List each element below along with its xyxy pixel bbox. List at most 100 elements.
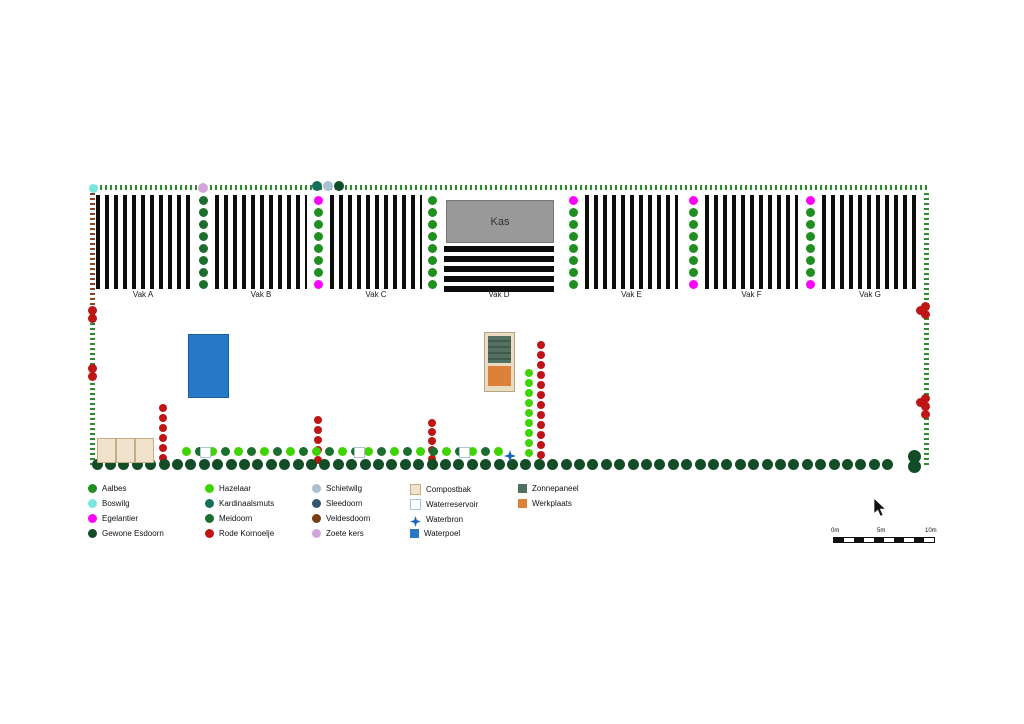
legend-swatch-boswilg	[88, 499, 97, 508]
plant-gewone-esdoorn	[600, 458, 612, 470]
plant-meidoorn	[376, 446, 386, 456]
legend-label: Waterreservoir	[426, 500, 479, 509]
legend-label: Veldesdoorn	[326, 514, 371, 523]
plant-rode-kornoelje	[920, 401, 930, 411]
plant-rode-kornoelje	[920, 301, 930, 311]
legend-label: Waterpoel	[424, 529, 461, 538]
plant-aalbes	[313, 267, 323, 277]
legend-swatch-compostbak	[410, 484, 421, 495]
legend-item-zoete-kers: Zoete kers	[312, 529, 364, 538]
plant-hazelaar	[525, 439, 533, 447]
plant-rode-kornoelje	[87, 305, 97, 315]
plant-gewone-esdoorn	[265, 458, 277, 470]
plant-rode-kornoelje	[87, 313, 97, 323]
legend-label: Werkplaats	[532, 499, 572, 508]
plant-aalbes	[568, 219, 578, 229]
plant-gewone-esdoorn	[334, 181, 344, 191]
vak-d-horizontal-beds	[444, 246, 554, 292]
plant-aalbes	[568, 279, 578, 289]
plant-meidoorn	[198, 231, 208, 241]
vak-stripes	[705, 195, 798, 289]
plant-rode-kornoelje	[537, 431, 545, 439]
plant-gewone-esdoorn	[131, 458, 143, 470]
vak-label: Vak G	[859, 290, 881, 299]
vak-stripes	[822, 195, 918, 289]
plant-meidoorn	[198, 255, 208, 265]
plant-aalbes	[427, 255, 437, 265]
legend-swatch-egelantier	[88, 514, 97, 523]
plant-boswilg	[88, 183, 98, 193]
legend-swatch-kardinaalsmuts	[205, 499, 214, 508]
plant-egelantier	[805, 279, 815, 289]
legend-item-schietwilg: Schietwilg	[312, 484, 362, 493]
plant-gewone-esdoorn	[386, 458, 398, 470]
plant-aalbes	[427, 219, 437, 229]
legend-swatch-waterbron	[410, 514, 421, 527]
vak-stripes	[585, 195, 678, 289]
plant-hazelaar	[525, 399, 533, 407]
plant-meidoorn	[324, 446, 334, 456]
plant-gewone-esdoorn	[399, 458, 411, 470]
plant-gewone-esdoorn	[560, 458, 572, 470]
legend-item-gewone-esdoorn: Gewone Esdoorn	[88, 529, 164, 538]
legend-label: Waterbron	[426, 515, 464, 524]
plant-rode-kornoelje	[537, 351, 545, 359]
plant-rode-kornoelje	[314, 456, 322, 464]
plant-kardinaalsmuts	[312, 181, 322, 191]
plant-hazelaar	[441, 446, 451, 456]
plant-egelantier	[313, 279, 323, 289]
hedge-border	[90, 185, 930, 190]
plant-gewone-esdoorn	[305, 458, 317, 470]
plant-hazelaar	[311, 446, 321, 456]
plant-aalbes	[805, 207, 815, 217]
plant-rode-kornoelje	[537, 371, 545, 379]
plant-gewone-esdoorn	[426, 458, 438, 470]
plant-gewone-esdoorn	[520, 458, 532, 470]
legend-swatch-zoete-kers	[312, 529, 321, 538]
plant-hazelaar	[181, 446, 191, 456]
plant-rode-kornoelje	[537, 361, 545, 369]
plant-meidoorn	[220, 446, 230, 456]
plant-aalbes	[313, 231, 323, 241]
plant-hazelaar	[389, 446, 399, 456]
plant-rode-kornoelje	[428, 428, 436, 436]
plant-schietwilg	[323, 181, 333, 191]
plant-hazelaar	[525, 429, 533, 437]
legend-item-waterreservoir: Waterreservoir	[410, 499, 478, 510]
plant-gewone-esdoorn	[907, 449, 921, 463]
plant-rode-kornoelje	[915, 305, 925, 315]
plant-gewone-esdoorn	[252, 458, 264, 470]
plant-rode-kornoelje	[920, 409, 930, 419]
kas-greenhouse: Kas	[446, 200, 554, 243]
plant-rode-kornoelje	[159, 414, 167, 422]
hedge-border	[90, 315, 95, 465]
legend-swatch-waterpoel	[410, 529, 419, 538]
plant-gewone-esdoorn	[198, 458, 210, 470]
plant-aalbes	[427, 279, 437, 289]
plant-aalbes	[805, 255, 815, 265]
plant-gewone-esdoorn	[319, 458, 331, 470]
legend-item-rode-kornoelje: Rode Kornoelje	[205, 529, 274, 538]
vak-stripes	[330, 195, 422, 289]
plant-rode-kornoelje	[537, 381, 545, 389]
plant-aalbes	[568, 255, 578, 265]
plant-hazelaar	[525, 379, 533, 387]
plant-gewone-esdoorn	[547, 458, 559, 470]
plant-aalbes	[688, 207, 698, 217]
plant-gewone-esdoorn	[104, 458, 116, 470]
plant-aalbes	[313, 255, 323, 265]
plant-rode-kornoelje	[920, 393, 930, 403]
legend-item-waterpoel: Waterpoel	[410, 529, 460, 538]
water-star-icon	[410, 516, 421, 527]
plant-rode-kornoelje	[537, 451, 545, 459]
mouse-cursor	[872, 497, 888, 522]
plant-meidoorn	[480, 446, 490, 456]
waterreservoir	[200, 447, 211, 458]
plant-aalbes	[427, 231, 437, 241]
plant-gewone-esdoorn	[533, 458, 545, 470]
plant-hazelaar	[337, 446, 347, 456]
plant-gewone-esdoorn	[627, 458, 639, 470]
plant-aalbes	[568, 231, 578, 241]
plant-gewone-esdoorn	[453, 458, 465, 470]
